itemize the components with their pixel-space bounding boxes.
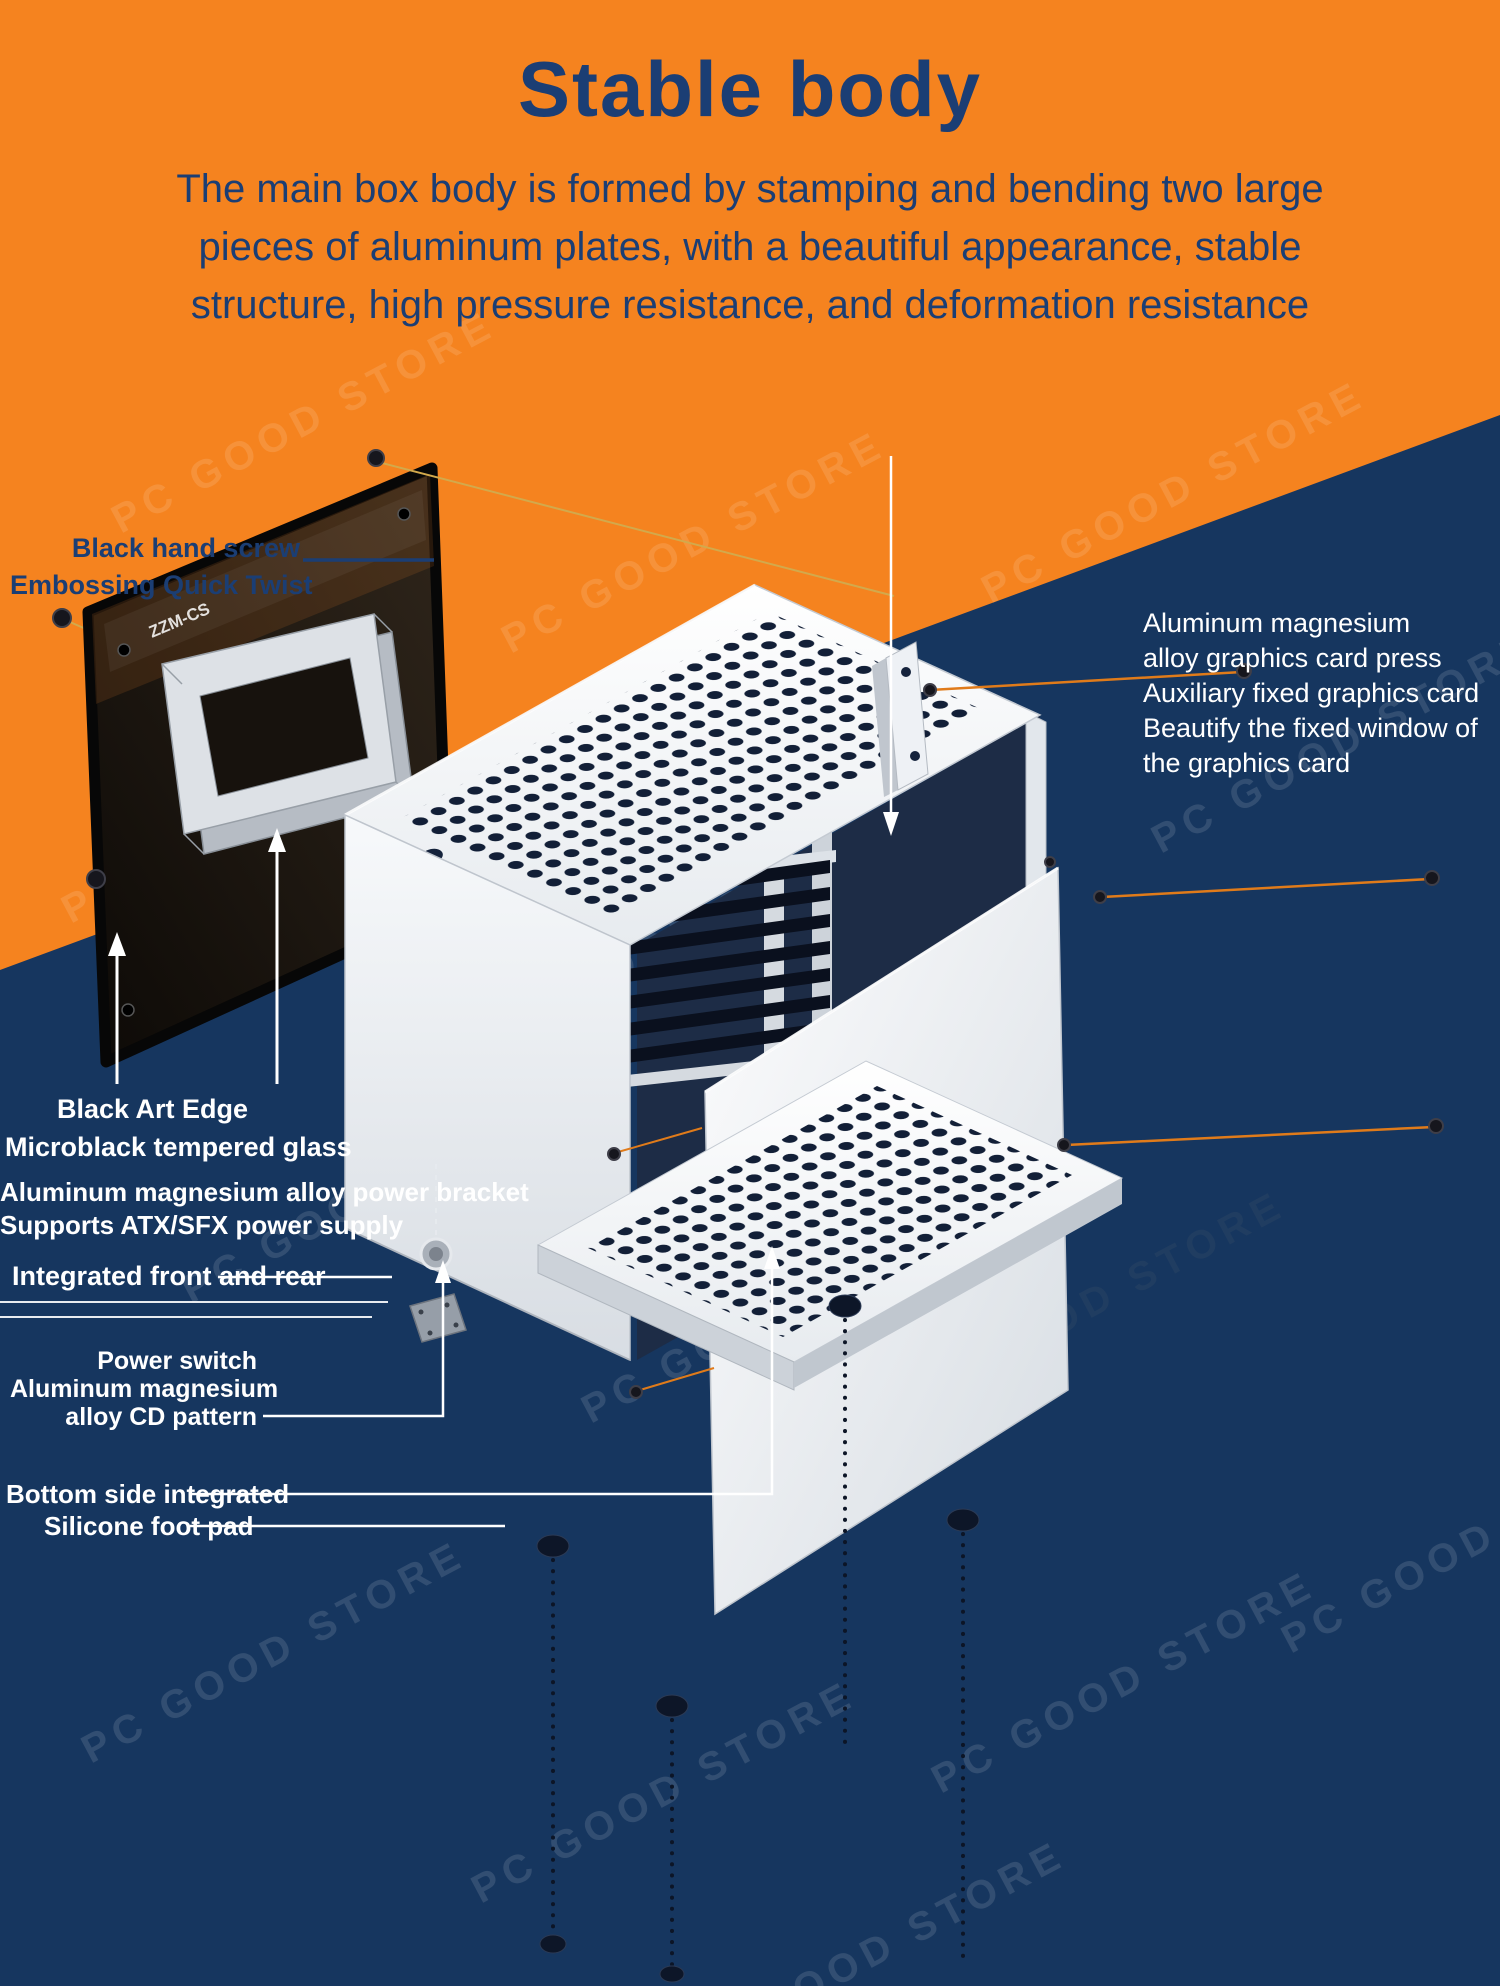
callout-line: Aluminum magnesium	[1143, 608, 1411, 638]
callout-line: Aluminum magnesium alloy power bracket	[0, 1177, 529, 1207]
power-switch-part	[409, 1164, 467, 1343]
callout-power-bracket: Aluminum magnesium alloy power bracket S…	[0, 1176, 529, 1242]
callout-front-rear: Integrated front and rear	[12, 1261, 326, 1292]
callout-line: Power switch	[97, 1347, 257, 1375]
callout-line: alloy CD pattern	[65, 1403, 257, 1431]
description-line: structure, high pressure resistance, and…	[190, 283, 1310, 327]
callout-foot-pad: Silicone foot pad	[44, 1511, 253, 1542]
side-panel-rods	[617, 877, 1435, 1391]
callout-art-edge: Black Art Edge Microblack tempered glass	[5, 1090, 352, 1166]
callout-bottom-side: Bottom side integrated	[6, 1479, 289, 1510]
description-line: The main box body is formed by stamping …	[176, 167, 1324, 211]
callout-line: alloy graphics card press	[1143, 643, 1442, 673]
graphics-card-press-bracket	[872, 641, 929, 797]
callout-line: Microblack tempered glass	[5, 1132, 352, 1162]
power-supply-bracket	[161, 613, 415, 855]
chassis-shell	[343, 583, 1042, 1362]
callout-hand-screw: Black hand screw Embossing Quick Twist	[10, 530, 313, 604]
callout-line: Bottom side integrated	[6, 1479, 290, 1509]
bottom-tray	[536, 1060, 1124, 1391]
callout-power-switch: Power switch Aluminum magnesium alloy CD…	[10, 1347, 279, 1431]
page-title: Stable body	[517, 45, 983, 133]
callout-line: Aluminum magnesium	[10, 1375, 279, 1403]
callout-line: the graphics card	[1143, 748, 1351, 778]
screw-rod-line	[929, 670, 1243, 692]
callout-line: Auxiliary fixed graphics card	[1143, 678, 1480, 708]
callout-line: Supports ATX/SFX power supply	[0, 1210, 404, 1240]
screw-rod-line	[377, 461, 895, 597]
callout-connectors	[0, 456, 899, 1528]
power-bracket-arrow	[268, 828, 286, 852]
description-line: pieces of aluminum plates, with a beauti…	[198, 225, 1302, 269]
callout-line: Embossing Quick Twist	[10, 570, 313, 600]
art-edge-arrow	[108, 932, 126, 956]
bottom-perforation	[588, 1086, 1072, 1337]
callout-line: Integrated front and rear	[12, 1261, 326, 1291]
gpu-press-arrow	[883, 812, 899, 836]
bottom-side-arrow	[764, 1246, 780, 1269]
callout-line: Black hand screw	[71, 533, 300, 563]
hand-screws	[52, 449, 1444, 1399]
callout-gpu-press: Aluminum magnesium alloy graphics card p…	[1143, 606, 1488, 781]
callout-line: Beautify the fixed window of	[1143, 713, 1478, 743]
callout-line: Silicone foot pad	[44, 1511, 254, 1541]
top-perforation	[400, 612, 985, 918]
callout-line: Black Art Edge	[56, 1094, 249, 1124]
power-switch-arrow	[435, 1260, 451, 1283]
page-description: The main box body is formed by stamping …	[0, 160, 1500, 334]
foot-pads	[536, 1294, 980, 1983]
